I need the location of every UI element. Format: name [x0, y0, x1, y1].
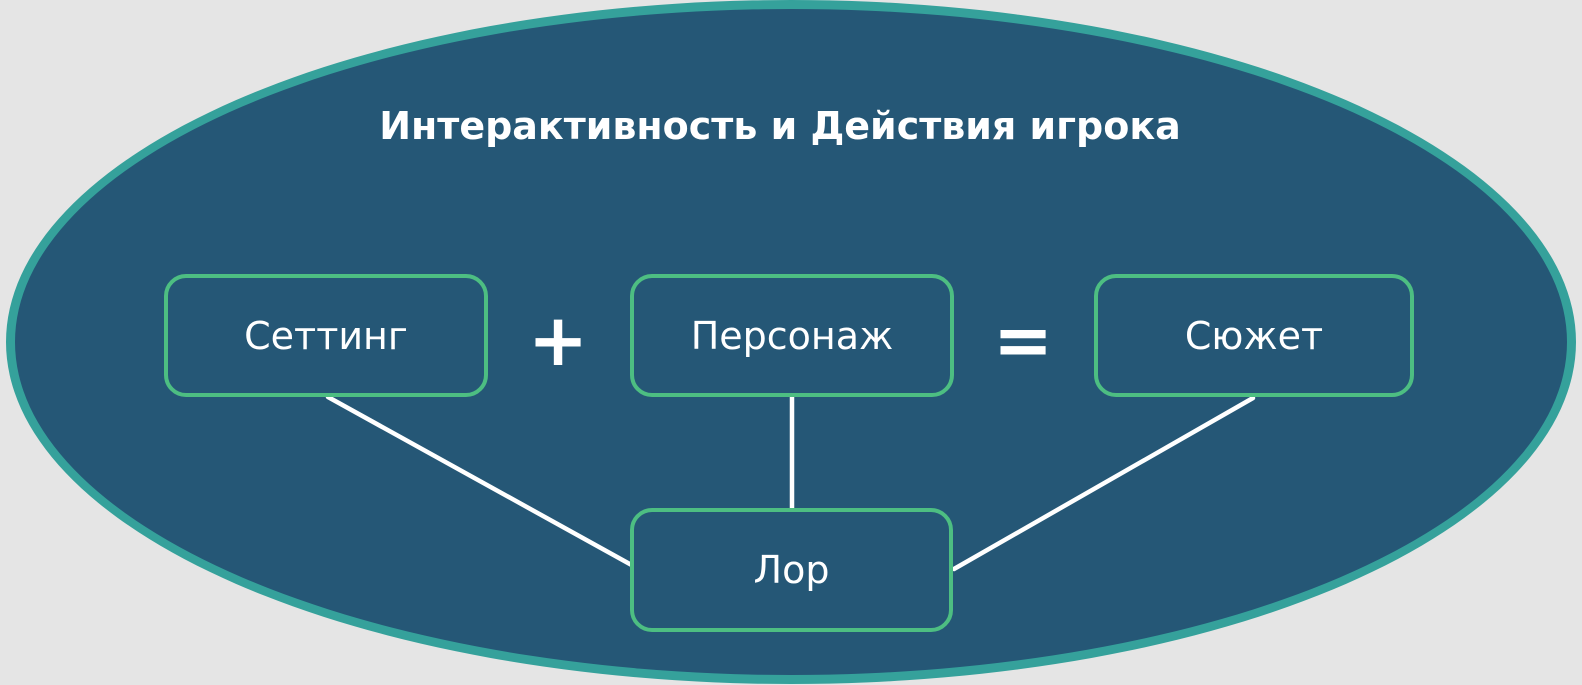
- equals-operator: =: [992, 298, 1054, 382]
- connector-plot-to-lore: [951, 395, 1256, 572]
- node-lore-label: Лор: [753, 548, 830, 592]
- node-setting-label: Сеттинг: [244, 313, 408, 358]
- node-character: Персонаж: [630, 274, 954, 397]
- node-setting: Сеттинг: [164, 274, 488, 397]
- node-plot-label: Сюжет: [1184, 313, 1324, 358]
- node-plot: Сюжет: [1094, 274, 1414, 397]
- plus-operator: +: [527, 298, 589, 382]
- node-character-label: Персонаж: [690, 313, 894, 358]
- diagram-title: Интерактивность и Действия игрока: [379, 104, 1181, 148]
- connector-setting-to-lore: [325, 394, 640, 571]
- node-lore: Лор: [630, 508, 953, 632]
